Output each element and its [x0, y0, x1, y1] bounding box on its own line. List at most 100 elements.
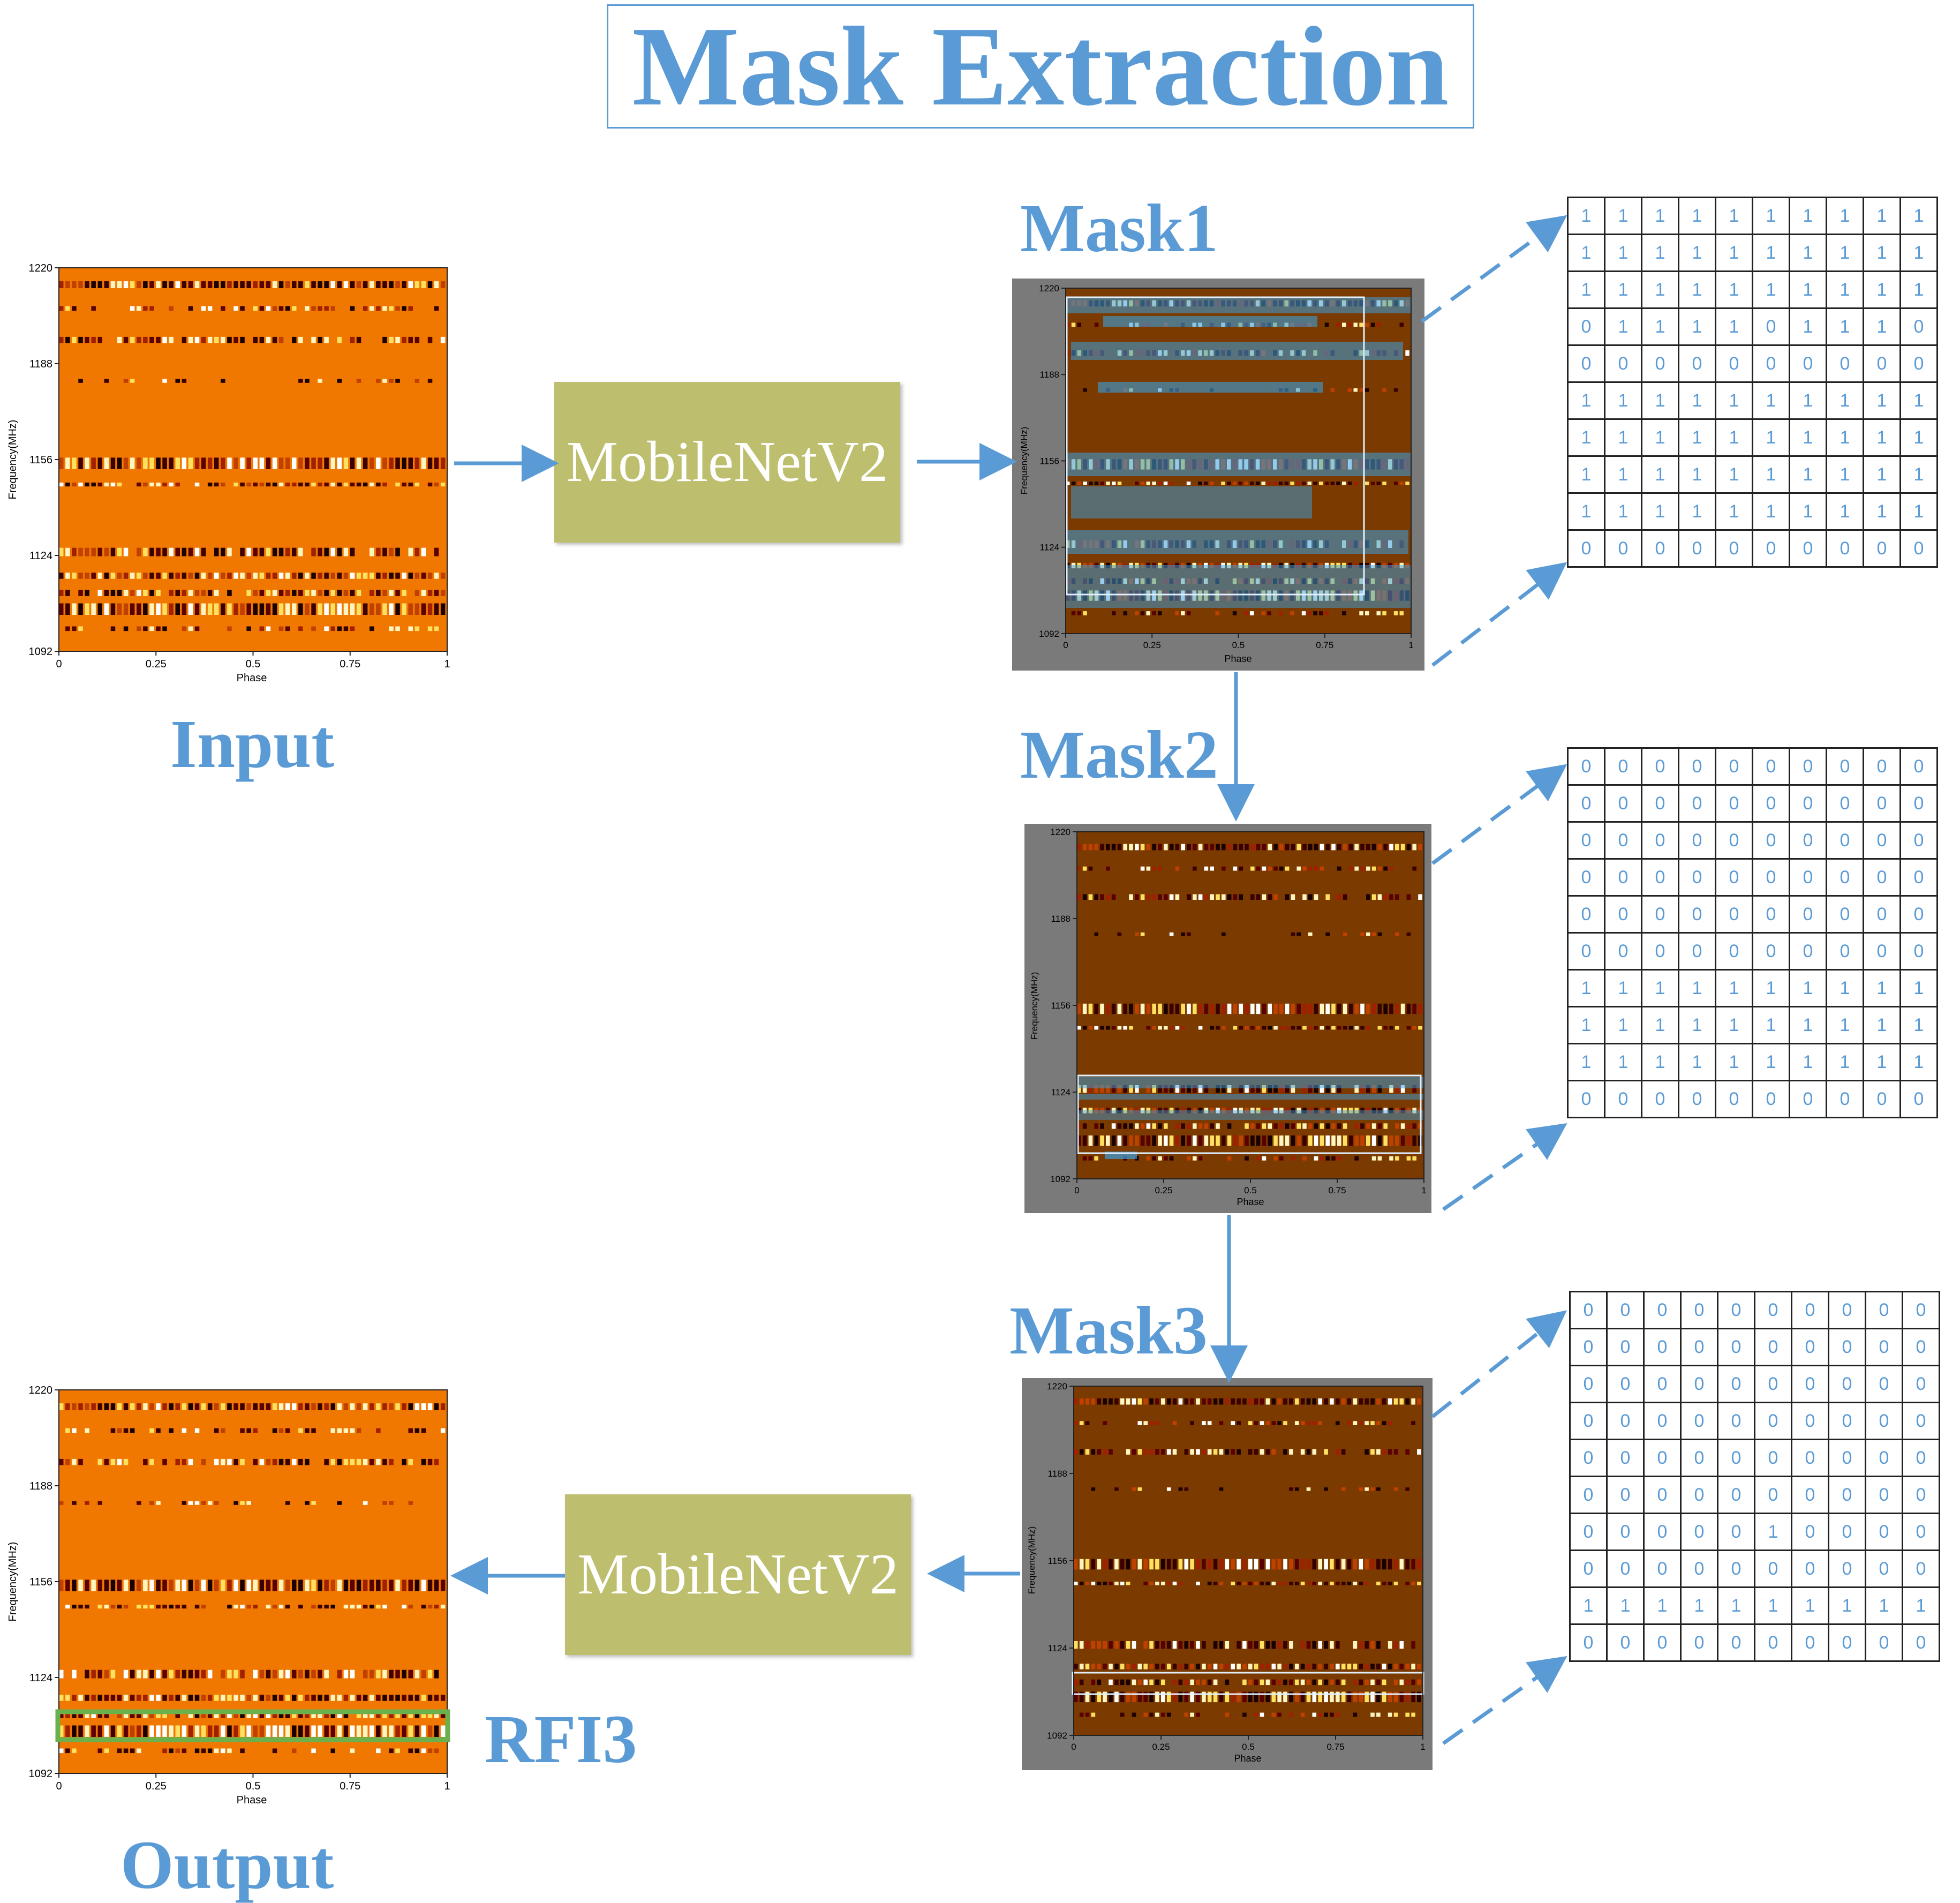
spectrum-stripe [246, 590, 251, 596]
spectrum-stripe [285, 1579, 290, 1591]
spectrum-stripe [259, 573, 265, 579]
spectrum-stripe [1169, 1026, 1174, 1030]
spectrum-stripe [194, 1669, 200, 1679]
spectrum-stripe [1418, 1003, 1422, 1014]
spectrum-stripe [137, 483, 141, 487]
spectrum-stripe [1325, 1003, 1330, 1014]
spectrum-stripe [1237, 1398, 1241, 1405]
spectrum-stripe [1250, 866, 1255, 871]
spectrum-stripe [1320, 1026, 1324, 1030]
spectrum-stripe [389, 547, 394, 556]
x-axis-label: Phase [1234, 1753, 1261, 1764]
spectrum-stripe [330, 1725, 335, 1737]
matrix-cell: 1 [1863, 1043, 1901, 1081]
spectrum-stripe [143, 573, 148, 579]
spectrum-stripe [1260, 1398, 1264, 1405]
spectrum-stripe [59, 483, 64, 487]
spectrum-stripe [1336, 1559, 1340, 1570]
spectrum-stripe [85, 547, 89, 556]
spectrum-stripe [1260, 1582, 1264, 1585]
spectrum-stripe [1135, 1108, 1139, 1114]
spectrum-stripe [1163, 482, 1168, 485]
spectrum-stripe [298, 457, 303, 469]
spectrum-stripe [350, 1695, 355, 1701]
spectrum-stripe [1376, 1712, 1381, 1717]
spectrum-stripe [65, 1605, 70, 1609]
matrix-cell: 1 [1902, 1586, 1940, 1625]
matrix-cell: 1 [1863, 381, 1901, 420]
spectrum-stripe [382, 590, 387, 596]
spectrum-stripe [65, 590, 70, 596]
spectrum-stripe [278, 1458, 284, 1465]
spectrum-stripe [1129, 1123, 1133, 1129]
spectrum-stripe [1393, 1691, 1398, 1703]
spectrum-stripe [376, 306, 381, 311]
spectrum-stripe [1313, 611, 1317, 615]
spectrum-stripe [72, 457, 77, 469]
spectrum-stripe [408, 1501, 413, 1505]
spectrum-stripe [1324, 1664, 1328, 1669]
spectrum-stripe [1366, 1003, 1370, 1014]
matrix-cell: 0 [1715, 1080, 1753, 1118]
spectrum-stripe [227, 1579, 232, 1591]
spectrum-stripe [318, 573, 322, 579]
spectrum-stripe [1300, 1398, 1305, 1405]
spectrum-stripe [1336, 1679, 1340, 1686]
spectrum-stripe [408, 573, 413, 579]
spectrum-stripe [1353, 1582, 1358, 1585]
spectrum-stripe [169, 547, 174, 556]
spectrum-stripe [1083, 482, 1087, 485]
spectrum-stripe [1094, 894, 1098, 900]
matrix-cell: 0 [1606, 1402, 1645, 1440]
matrix-cell: 0 [1680, 1365, 1718, 1403]
y-tick-label: 1188 [1047, 1469, 1067, 1479]
spectrum-stripe [1273, 844, 1278, 851]
spectrum-stripe [1376, 1691, 1381, 1703]
spectrum-stripe [1353, 1691, 1358, 1703]
spectrum-stripe [1166, 1691, 1171, 1703]
matrix-cell: 1 [1641, 307, 1679, 346]
spectrum-stripe [1370, 1712, 1375, 1717]
spectrum-stripe [253, 1669, 258, 1679]
spectrum-stripe [1301, 611, 1306, 615]
spectrum-stripe [1382, 1582, 1386, 1585]
spectrum-stripe [78, 281, 83, 288]
spectrum-stripe [1172, 1641, 1177, 1649]
spectrum-stripe [143, 1403, 148, 1410]
spectrum-stripe [1114, 1398, 1119, 1405]
spectrum-stripe [408, 306, 413, 311]
spectrum-stripe [1227, 1108, 1232, 1114]
matrix-cell: 0 [1899, 784, 1938, 823]
spectrum-stripe [1210, 1003, 1214, 1014]
matrix-cell: 0 [1643, 1328, 1682, 1366]
spectrum-stripe [278, 1695, 284, 1701]
spectrum-stripe [137, 1712, 141, 1718]
matrix-cell: 0 [1567, 821, 1605, 860]
spectrum-stripe [382, 1579, 387, 1591]
spectrum-stripe [1265, 1691, 1270, 1703]
spectrum-stripe [175, 1725, 180, 1737]
spectrum-stripe [1360, 1003, 1365, 1014]
spectrum-stripe [1359, 1398, 1363, 1405]
spectrum-stripe [1354, 844, 1359, 851]
x-tick-label: 0 [56, 1780, 62, 1792]
spectrum-stripe [1091, 1664, 1096, 1669]
spectrum-stripe [1320, 1156, 1324, 1161]
spectrum-stripe [1417, 1679, 1421, 1686]
spectrum-stripe [1289, 1398, 1293, 1405]
spectrum-stripe [1103, 1398, 1107, 1405]
spectrum-stripe [1383, 1108, 1388, 1114]
spectrum-stripe [143, 336, 148, 343]
spectrum-stripe [85, 590, 89, 596]
matrix-cell: 0 [1569, 1513, 1608, 1551]
spectrum-stripe [188, 590, 193, 596]
spectrum-stripe [1366, 1026, 1370, 1030]
spectrum-stripe [1103, 1421, 1107, 1425]
spectrum-stripe [85, 281, 89, 288]
spectrum-stripe [253, 573, 258, 579]
spectrum-stripe [1412, 1135, 1416, 1146]
spectrum-stripe [1143, 1712, 1148, 1717]
